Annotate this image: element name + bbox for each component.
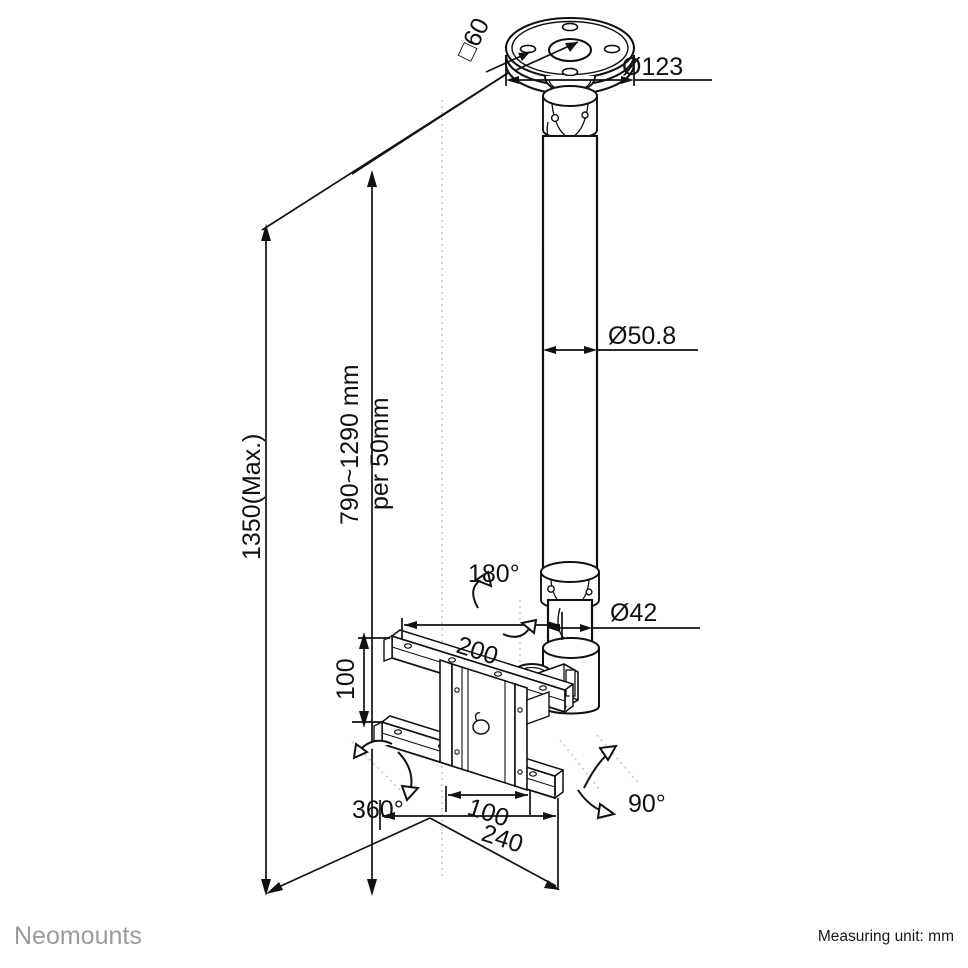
dim-outer-tube	[542, 250, 698, 360]
extension-lines-diagonal	[261, 72, 509, 231]
swivel-180-arrows	[472, 570, 538, 638]
label-plate-diameter: Ø123	[622, 53, 683, 81]
label-inner-tube-diameter: Ø42	[610, 599, 657, 627]
dim-vesa-height-100	[352, 632, 390, 728]
vesa-center-plate	[439, 658, 550, 792]
label-total-height: 1350(Max.)	[238, 434, 266, 560]
label-outer-tube-diameter: Ø50.8	[608, 322, 676, 350]
measuring-unit-note: Measuring unit: mm	[817, 928, 954, 945]
dim-rail-200	[401, 612, 563, 640]
label-bolt-square: □60	[451, 14, 495, 65]
dim-bolt-square	[485, 41, 579, 73]
dim-rail-240	[379, 798, 559, 830]
label-rail-240: 240	[478, 819, 526, 859]
footer-bar: Neomounts Measuring unit: mm	[0, 908, 968, 968]
dim-inner-tube	[547, 600, 700, 640]
label-tilt-90: 90°	[628, 790, 666, 818]
bottom-extension-lines	[266, 817, 560, 894]
brand-logo-text: Neomounts	[14, 922, 142, 950]
rotate-360-arrows	[352, 739, 421, 802]
dim-vesa-width-100	[445, 786, 531, 815]
label-swivel-180: 180°	[468, 560, 520, 588]
label-height-range: 790~1290 mm	[336, 364, 364, 525]
ceiling-ball-joint	[542, 75, 598, 146]
label-vesa-height-100: 100	[332, 658, 360, 700]
outer-tube	[541, 134, 599, 578]
label-height-step: per 50mm	[366, 397, 394, 510]
dim-height-range	[367, 170, 377, 896]
dim-total-height	[261, 224, 271, 896]
label-rotate-360: 360°	[352, 796, 404, 824]
tilt-90-arrows	[577, 744, 618, 820]
